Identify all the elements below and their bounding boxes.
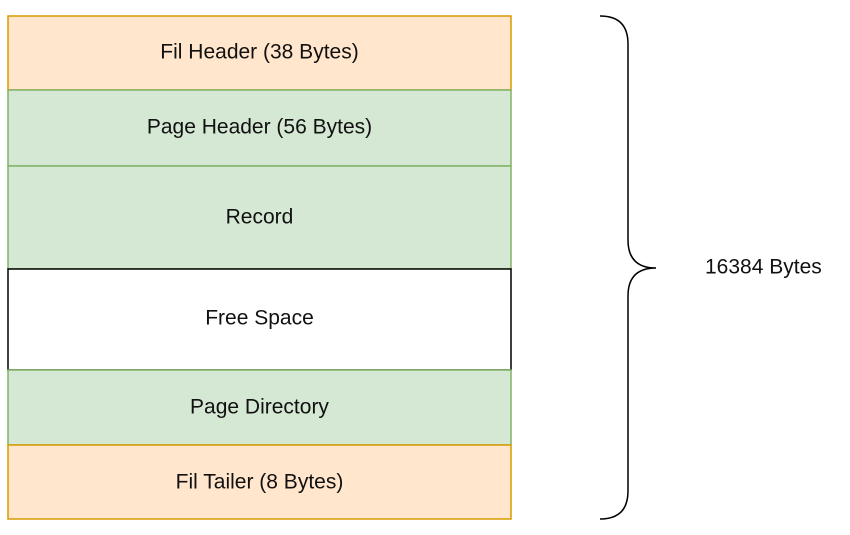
page-directory-rect: [7, 369, 512, 446]
record-block: Record: [7, 165, 512, 270]
fil-tailer-block: Fil Tailer (8 Bytes): [7, 444, 512, 520]
fil-tailer-rect: [7, 444, 512, 520]
page-directory-block: Page Directory: [7, 369, 512, 446]
page-size-brace: [599, 15, 657, 520]
page-header-label: Page Header (56 Bytes): [147, 116, 372, 139]
free-space-label: Free Space: [205, 307, 314, 330]
page-size-label: 16384 Bytes: [705, 256, 822, 279]
fil-header-label: Fil Header (38 Bytes): [160, 41, 358, 64]
fil-header-rect: [7, 15, 512, 91]
page-header-block: Page Header (56 Bytes): [7, 89, 512, 167]
free-space-block: Free Space: [7, 268, 512, 371]
free-space-rect: [7, 268, 512, 371]
record-label: Record: [226, 206, 294, 229]
page-directory-label: Page Directory: [190, 396, 329, 419]
fil-header-block: Fil Header (38 Bytes): [7, 15, 512, 91]
page-header-rect: [7, 89, 512, 167]
fil-tailer-label: Fil Tailer (8 Bytes): [176, 471, 344, 494]
record-rect: [7, 165, 512, 270]
